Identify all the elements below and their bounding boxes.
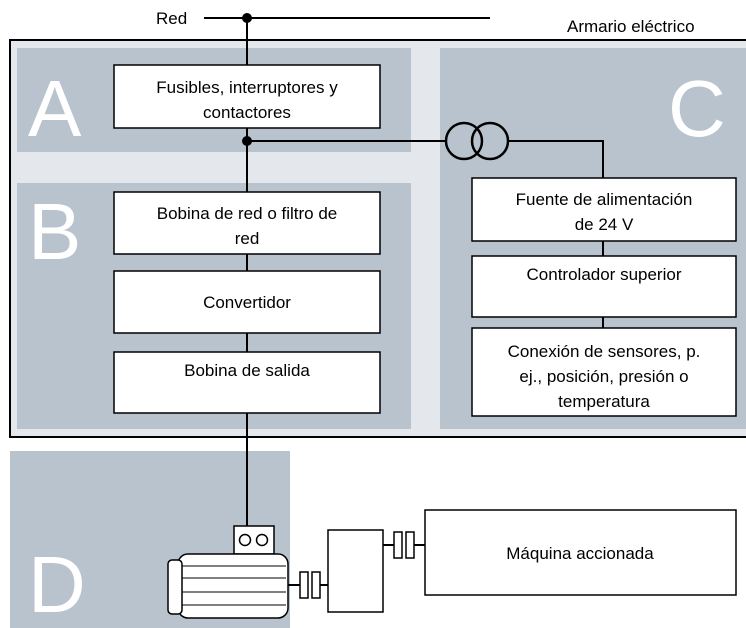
power-supply-line-1: Fuente de alimentación: [516, 190, 693, 209]
output-reactor-label: Bobina de salida: [184, 361, 310, 380]
fuses-box: Fusibles, interruptores y contactores: [113, 64, 381, 129]
converter-label: Convertidor: [203, 293, 291, 312]
mains-label: Red: [156, 9, 187, 28]
sensors-line-3: temperatura: [558, 392, 650, 411]
motor-icon: [167, 525, 300, 619]
sensors-line-2: ej., posición, presión o: [519, 367, 688, 386]
gearbox-icon: [327, 529, 425, 613]
fuses-box-line-1: Fusibles, interruptores y: [156, 78, 338, 97]
controller-box: Controlador superior: [471, 255, 737, 318]
zone-letter-c: C: [668, 64, 726, 153]
coupling-icon: [299, 571, 328, 599]
cabinet-label: Armario eléctrico: [567, 17, 695, 36]
sensors-line-1: Conexión de sensores, p.: [508, 342, 701, 361]
controller-label: Controlador superior: [527, 265, 682, 284]
power-supply-box: Fuente de alimentación de 24 V: [471, 177, 737, 242]
zone-letter-d: D: [28, 540, 86, 628]
driven-machine-box: Máquina accionada: [424, 509, 737, 596]
fuses-box-line-2: contactores: [203, 103, 291, 122]
supply-feed: [508, 140, 604, 178]
line-reactor-line-1: Bobina de red o filtro de: [157, 204, 338, 223]
sensors-box: Conexión de sensores, p. ej., posición, …: [471, 327, 737, 417]
zone-letter-a: A: [28, 64, 82, 153]
driven-machine-label: Máquina accionada: [506, 544, 654, 563]
line-reactor-box: Bobina de red o filtro de red: [113, 191, 381, 255]
power-supply-line-2: de 24 V: [575, 215, 634, 234]
line-reactor-line-2: red: [235, 229, 260, 248]
converter-box: Convertidor: [113, 270, 381, 334]
zone-letter-b: B: [28, 187, 81, 276]
output-reactor-box: Bobina de salida: [113, 351, 381, 414]
